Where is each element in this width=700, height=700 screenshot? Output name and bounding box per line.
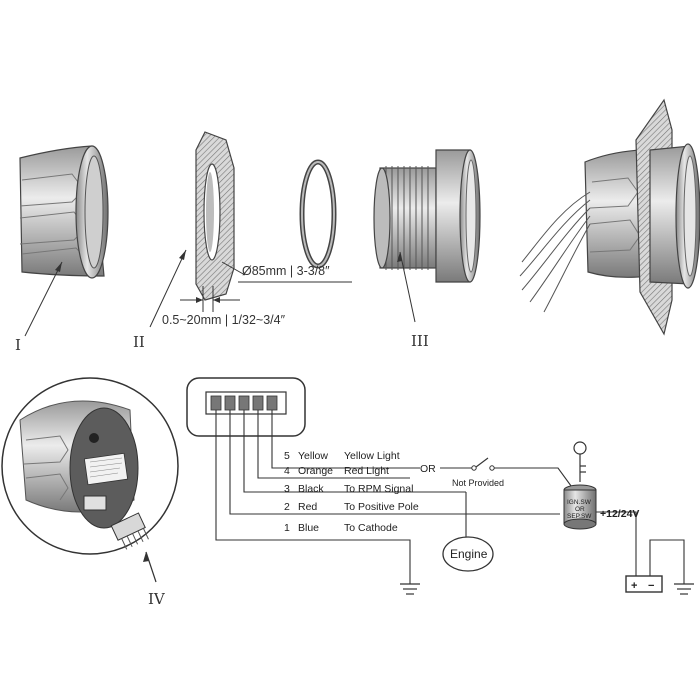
battery-minus: − (648, 580, 654, 592)
engine-label: Engine (450, 547, 488, 561)
label-part-4: IV (148, 590, 166, 608)
wire-4-color: Orange (298, 465, 333, 477)
switch-label-3: SEP.SW (567, 513, 592, 520)
wire-4-function: Red Light (344, 465, 389, 477)
assembled-gauge (519, 98, 700, 336)
ignition-switch: IGN.SW OR SEP.SW (563, 484, 597, 530)
ground-symbol-left (400, 583, 420, 595)
wire-3-num: 3 (284, 483, 290, 495)
wire-1-num: 1 (284, 522, 290, 534)
wire-1-function: To Cathode (344, 522, 398, 534)
wire-1-color: Blue (298, 522, 319, 534)
engine-symbol (442, 536, 494, 572)
part-labels-top: I II III (15, 249, 429, 354)
diameter-dimension: Ø85mm | 3-3/8″ (242, 264, 330, 278)
o-ring (299, 159, 337, 269)
label-part-1: I (15, 336, 21, 354)
battery-plus: + (631, 580, 637, 592)
part-iii-threaded-housing (373, 149, 481, 283)
wire-2-color: Red (298, 501, 317, 513)
wire-3-color: Black (298, 483, 324, 495)
part-iv-gauge-back: IV (1, 377, 179, 608)
label-part-3: III (411, 332, 429, 350)
part-ii-panel (195, 131, 235, 301)
voltage-label: +12/24V (600, 508, 639, 520)
wire-5-function: Yellow Light (344, 450, 400, 462)
key-icon (573, 441, 587, 482)
wire-5-color: Yellow (298, 450, 328, 462)
wiring-schematic: 5 Yellow Yellow Light 4 Orange Red Light… (186, 377, 694, 595)
thickness-dimension: 0.5~20mm | 1/32~3/4″ (162, 313, 286, 327)
switch-label-2: OR (575, 506, 585, 513)
wire-3-function: To RPM Signal (344, 483, 413, 495)
not-provided-label: Not Provided (452, 478, 504, 488)
part-i-bezel (19, 145, 109, 279)
switch-label-1: IGN.SW (567, 499, 592, 506)
wire-2-function: To Positive Pole (344, 501, 419, 513)
or-label: OR (420, 463, 436, 475)
wire-5-num: 5 (284, 450, 290, 462)
wire-2-num: 2 (284, 501, 290, 513)
label-part-2: II (133, 333, 145, 351)
wire-4-num: 4 (284, 465, 290, 477)
dimension-annotations: Ø85mm | 3-3/8″ 0.5~20mm | 1/32~3/4″ (162, 261, 352, 327)
ground-symbol-right (674, 583, 694, 595)
battery: + − (625, 575, 663, 593)
